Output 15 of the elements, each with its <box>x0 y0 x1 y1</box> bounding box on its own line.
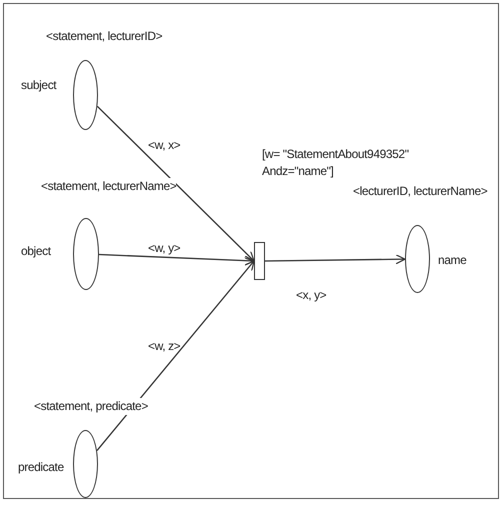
arrow <box>265 254 406 264</box>
place-name: name <box>438 252 466 269</box>
place-name: predicate <box>18 459 64 476</box>
arrow <box>96 260 255 452</box>
place-name: object <box>21 243 51 260</box>
arrow <box>98 254 255 266</box>
transition-box <box>254 242 265 280</box>
guard-label: [w= "StatementAbout949352" Andz="name"] <box>262 146 410 180</box>
edge-label: <w, x> <box>148 137 180 154</box>
edge-label: <w, y> <box>148 240 180 257</box>
arrow <box>96 106 255 262</box>
place-name: subject <box>21 77 56 94</box>
edge-label: <x, y> <box>296 287 326 304</box>
edge-label: <w, z> <box>148 338 180 355</box>
token-label: <statement, predicate> <box>34 398 148 415</box>
